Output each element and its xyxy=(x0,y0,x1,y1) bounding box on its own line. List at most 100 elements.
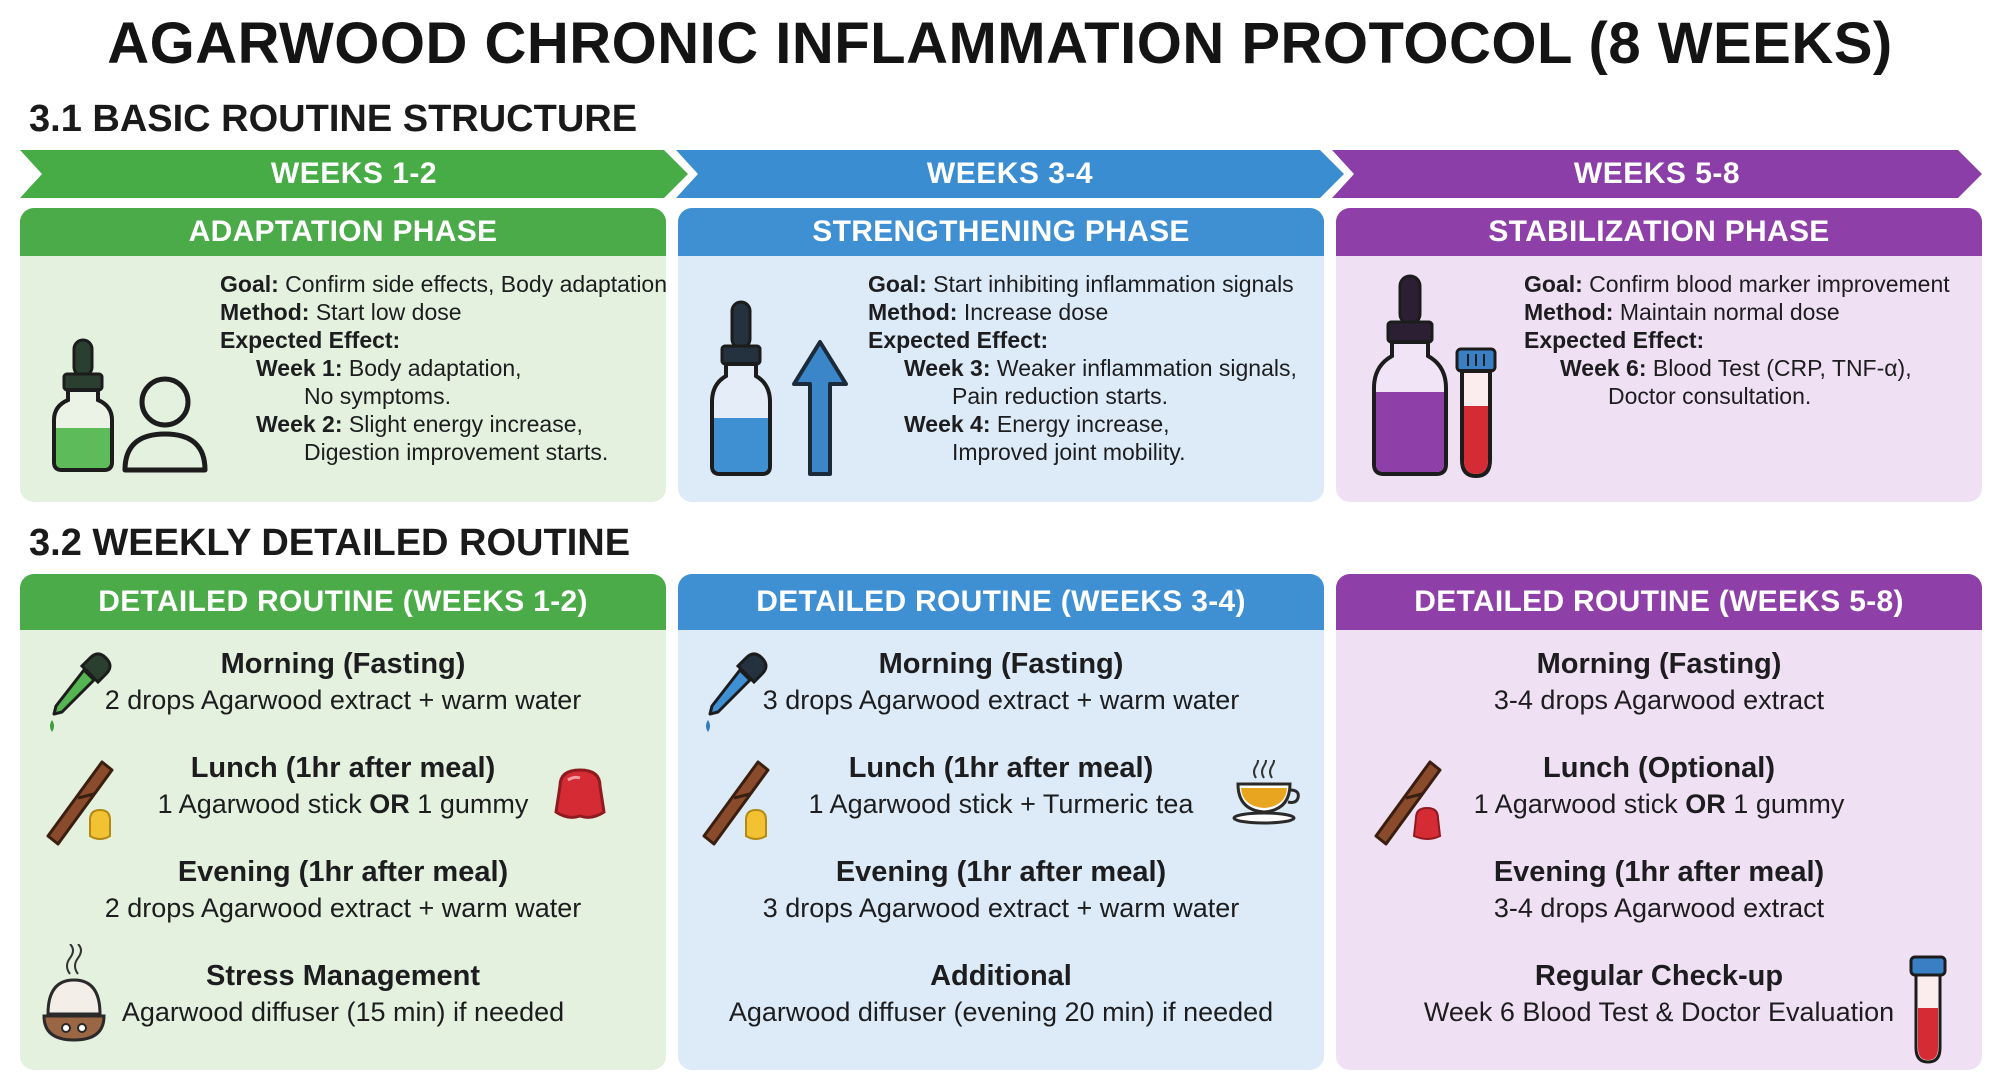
method-label: Method: xyxy=(868,299,958,325)
extra-block: Regular Check-up Week 6 Blood Test & Doc… xyxy=(1336,958,1982,1030)
expected-label: Expected Effect: xyxy=(868,327,1049,353)
lunch-option-a: 1 Agarwood stick xyxy=(1473,789,1678,819)
lunch-or: OR xyxy=(1685,789,1726,819)
evening-detail: 3-4 drops Agarwood extract xyxy=(1493,893,1825,923)
extra-heading: Regular Check-up xyxy=(1534,960,1784,992)
lunch-option-b: 1 gummy xyxy=(417,789,529,819)
goal-text: Confirm blood marker improvement xyxy=(1589,271,1950,297)
phase-header: STABILIZATION PHASE xyxy=(1336,208,1982,256)
extra-detail: Agarwood diffuser (evening 20 min) if ne… xyxy=(728,997,1274,1027)
dropper-bottle-blue-icon xyxy=(710,300,772,476)
dropper-bottle-green-icon xyxy=(52,338,114,472)
effect-text: Energy increase, xyxy=(996,411,1170,437)
effect-text-cont: No symptoms. xyxy=(304,383,451,409)
routine-header: DETAILED ROUTINE (WEEKS 3-4) xyxy=(678,574,1324,630)
goal-text: Start inhibiting inflammation signals xyxy=(933,271,1294,297)
effect-week: Week 4: xyxy=(904,411,991,437)
lunch-detail: 1 Agarwood stick + Turmeric tea xyxy=(808,789,1194,819)
effect-text-cont: Pain reduction starts. xyxy=(952,383,1169,409)
goal-label: Goal: xyxy=(868,271,927,297)
phase-card-stabilization: STABILIZATION PHASE Goal: Confirm blood … xyxy=(1336,208,1982,502)
extra-detail: Week 6 Blood Test & Doctor Evaluation xyxy=(1423,997,1895,1027)
section-title-basic: 3.1 BASIC ROUTINE STRUCTURE xyxy=(29,98,638,140)
lunch-block: Lunch (Optional) 1 Agarwood stick OR 1 g… xyxy=(1336,750,1982,822)
weeks-arrow-5-8: WEEKS 5-8 xyxy=(1332,150,1982,198)
dropper-bottle-purple-icon xyxy=(1372,274,1448,476)
turmeric-tea-icon xyxy=(1232,760,1300,825)
expected-label: Expected Effect: xyxy=(220,327,401,353)
morning-heading: Morning (Fasting) xyxy=(878,648,1124,680)
diffuser-icon xyxy=(42,944,106,1042)
effect-week: Week 1: xyxy=(256,355,343,381)
extra-block: Stress Management Agarwood diffuser (15 … xyxy=(20,958,666,1030)
method-label: Method: xyxy=(1524,299,1614,325)
effect-text: Blood Test (CRP, TNF-α), xyxy=(1652,355,1912,381)
blood-tube-icon xyxy=(1455,347,1497,479)
goal-text: Confirm side effects, Body adaptation xyxy=(285,271,666,297)
morning-block: Morning (Fasting) 2 drops Agarwood extra… xyxy=(20,646,666,718)
goal-label: Goal: xyxy=(1524,271,1583,297)
effect-text: Slight energy increase, xyxy=(348,411,583,437)
routine-header: DETAILED ROUTINE (WEEKS 1-2) xyxy=(20,574,666,630)
routine-card-weeks-5-8: DETAILED ROUTINE (WEEKS 5-8) Morning (Fa… xyxy=(1336,574,1982,1070)
agarwood-stick-icon xyxy=(46,760,114,846)
phase-card-adaptation: ADAPTATION PHASE Goal: Confirm side effe… xyxy=(20,208,666,502)
lunch-heading: Lunch (Optional) xyxy=(1543,752,1775,784)
effect-text-cont: Improved joint mobility. xyxy=(952,439,1186,465)
evening-heading: Evening (1hr after meal) xyxy=(177,856,509,888)
phase-card-strengthening: STRENGTHENING PHASE Goal: Start inhibiti… xyxy=(678,208,1324,502)
lunch-option-a: 1 Agarwood stick xyxy=(157,789,362,819)
effect-text: Weaker inflammation signals, xyxy=(996,355,1297,381)
phase-header: ADAPTATION PHASE xyxy=(20,208,666,256)
phase-details: Goal: Start inhibiting inflammation sign… xyxy=(868,270,1297,466)
morning-detail: 3-4 drops Agarwood extract xyxy=(1493,685,1825,715)
lunch-heading: Lunch (1hr after meal) xyxy=(190,752,496,784)
routine-card-weeks-1-2: DETAILED ROUTINE (WEEKS 1-2) Morning (Fa… xyxy=(20,574,666,1070)
morning-block: Morning (Fasting) 3-4 drops Agarwood ext… xyxy=(1336,646,1982,718)
goal-label: Goal: xyxy=(220,271,279,297)
gummy-icon xyxy=(554,768,606,819)
lunch-heading: Lunch (1hr after meal) xyxy=(848,752,1154,784)
effect-text: Body adaptation, xyxy=(348,355,522,381)
section-title-weekly: 3.2 WEEKLY DETAILED ROUTINE xyxy=(29,522,631,564)
lunch-block: Lunch (1hr after meal) 1 Agarwood stick … xyxy=(20,750,666,822)
morning-detail: 2 drops Agarwood extract + warm water xyxy=(104,685,582,715)
agarwood-stick-icon xyxy=(1374,760,1442,846)
extra-detail: Agarwood diffuser (15 min) if needed xyxy=(121,997,565,1027)
effect-week: Week 6: xyxy=(1560,355,1647,381)
extra-heading: Stress Management xyxy=(206,960,480,992)
effect-text-cont: Digestion improvement starts. xyxy=(304,439,609,465)
person-icon xyxy=(122,376,208,473)
lunch-option-b: 1 gummy xyxy=(1733,789,1845,819)
agarwood-stick-icon xyxy=(702,760,770,846)
lunch-or: OR xyxy=(369,789,410,819)
evening-detail: 2 drops Agarwood extract + warm water xyxy=(104,893,582,923)
routine-header: DETAILED ROUTINE (WEEKS 5-8) xyxy=(1336,574,1982,630)
method-text: Increase dose xyxy=(963,299,1109,325)
blood-tube-icon xyxy=(1909,955,1947,1064)
up-arrow-icon xyxy=(792,340,848,476)
evening-heading: Evening (1hr after meal) xyxy=(835,856,1167,888)
evening-block: Evening (1hr after meal) 3 drops Agarwoo… xyxy=(678,854,1324,926)
lunch-detail: 1 Agarwood stick OR 1 gummy xyxy=(1336,786,1982,822)
lunch-detail: 1 Agarwood stick OR 1 gummy xyxy=(20,786,666,822)
method-text: Maintain normal dose xyxy=(1619,299,1840,325)
extra-block: Additional Agarwood diffuser (evening 20… xyxy=(678,958,1324,1030)
pipette-icon xyxy=(50,652,112,732)
effect-week: Week 3: xyxy=(904,355,991,381)
evening-block: Evening (1hr after meal) 3-4 drops Agarw… xyxy=(1336,854,1982,926)
morning-block: Morning (Fasting) 3 drops Agarwood extra… xyxy=(678,646,1324,718)
phase-header: STRENGTHENING PHASE xyxy=(678,208,1324,256)
morning-heading: Morning (Fasting) xyxy=(220,648,466,680)
effect-text-cont: Doctor consultation. xyxy=(1608,383,1812,409)
routine-card-weeks-3-4: DETAILED ROUTINE (WEEKS 3-4) Morning (Fa… xyxy=(678,574,1324,1070)
method-text: Start low dose xyxy=(315,299,462,325)
weeks-arrow-1-2: WEEKS 1-2 xyxy=(20,150,688,198)
method-label: Method: xyxy=(220,299,310,325)
extra-heading: Additional xyxy=(930,960,1072,992)
phase-details: Goal: Confirm blood marker improvement M… xyxy=(1524,270,1950,410)
lunch-block: Lunch (1hr after meal) 1 Agarwood stick … xyxy=(678,750,1324,822)
morning-heading: Morning (Fasting) xyxy=(1536,648,1782,680)
phase-details: Goal: Confirm side effects, Body adaptat… xyxy=(220,270,666,466)
evening-heading: Evening (1hr after meal) xyxy=(1493,856,1825,888)
